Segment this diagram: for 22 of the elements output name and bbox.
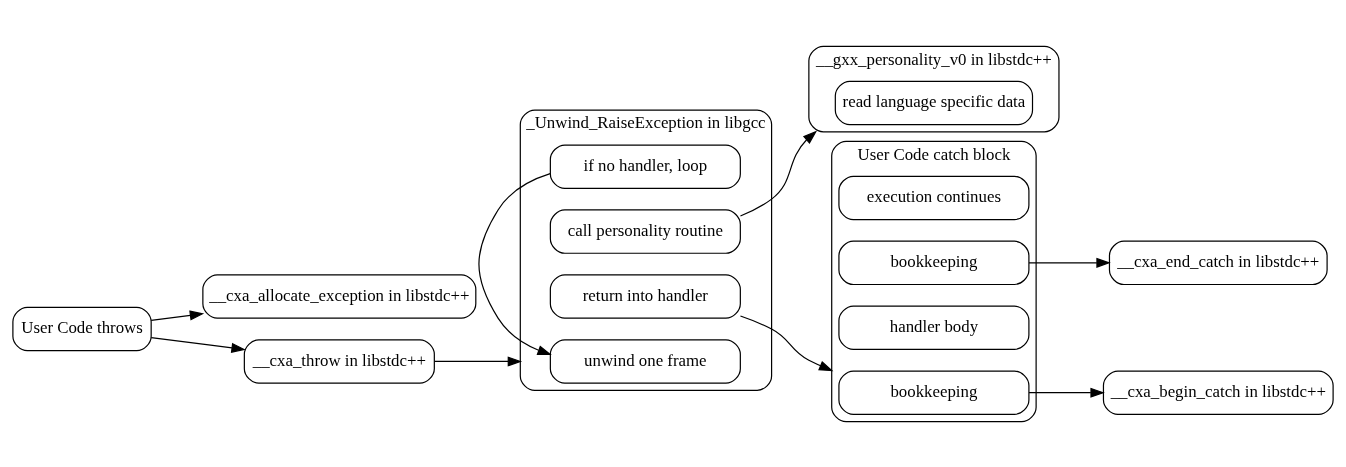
node-box: if no handler, loop (549, 143, 741, 189)
node-box: bookkeeping (838, 240, 1030, 285)
node-box: User Code throws (12, 306, 152, 351)
node-box: execution continues (838, 175, 1030, 220)
arrow (150, 309, 205, 321)
arrow (478, 172, 552, 355)
node-box: __cxa_end_catch in libstdc++ (1108, 240, 1328, 285)
arrow (433, 355, 523, 366)
arrow (150, 336, 246, 353)
node-box: __cxa_begin_catch in libstdc++ (1102, 369, 1334, 415)
arrow (1028, 387, 1105, 398)
node-box: return into handler (549, 273, 741, 319)
node-box: call personality routine (549, 208, 741, 254)
node-box: read language specific data (834, 80, 1034, 125)
node-box: unwind one frame (549, 338, 741, 384)
arrow (739, 130, 818, 217)
arrow (1028, 257, 1111, 268)
node-box: handler body (838, 305, 1030, 350)
node-box: __cxa_allocate_exception in libstdc++ (202, 273, 477, 319)
node-box: __cxa_throw in libstdc++ (243, 338, 435, 384)
arrow (739, 314, 834, 371)
node-box: bookkeeping (838, 369, 1030, 415)
